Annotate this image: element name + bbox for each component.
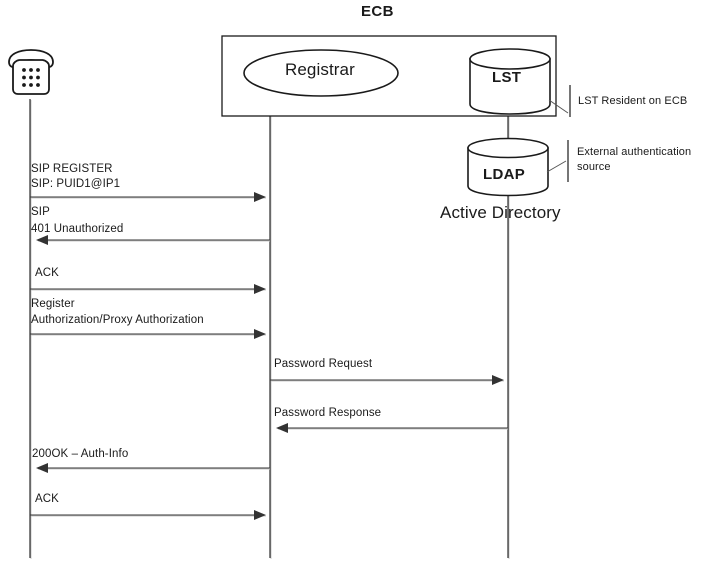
note-leaders [546,85,571,182]
message-label-m4-line2: Authorization/Proxy Authorization [31,314,204,326]
ldap-note-text-line2: source [577,161,611,173]
message-arrows [30,192,508,520]
ldap-label: LDAP [483,166,526,183]
message-label-m1-line1: SIP REGISTER [31,163,113,175]
registrar-node [243,49,399,97]
desk-phone-icon [8,49,54,95]
ldap-cylinder [467,137,549,197]
message-label-m7: 200OK – Auth-Info [32,448,129,460]
lst-cylinder [469,48,551,115]
lst-note-text: LST Resident on ECB [578,95,688,107]
ldap-note-leader [546,160,567,173]
ldap-note-text-line1: External authentication [577,146,692,158]
registrar-label: Registrar [285,60,355,79]
message-label-m1-line2: SIP: PUID1@IP1 [31,178,121,190]
lst-label: LST [492,69,522,86]
message-label-m2-line1: SIP [31,206,50,218]
message-label-m4-line1: Register [31,298,75,310]
page-title: ECB [361,3,394,20]
lst-note-leader [548,99,569,114]
message-label-m3: ACK [35,267,59,279]
message-label-m5: Password Request [274,358,373,370]
active-directory-label: Active Directory [440,203,561,222]
message-label-m2-line2: 401 Unauthorized [31,223,124,235]
message-label-m6: Password Response [274,407,382,419]
message-label-m8: ACK [35,493,59,505]
